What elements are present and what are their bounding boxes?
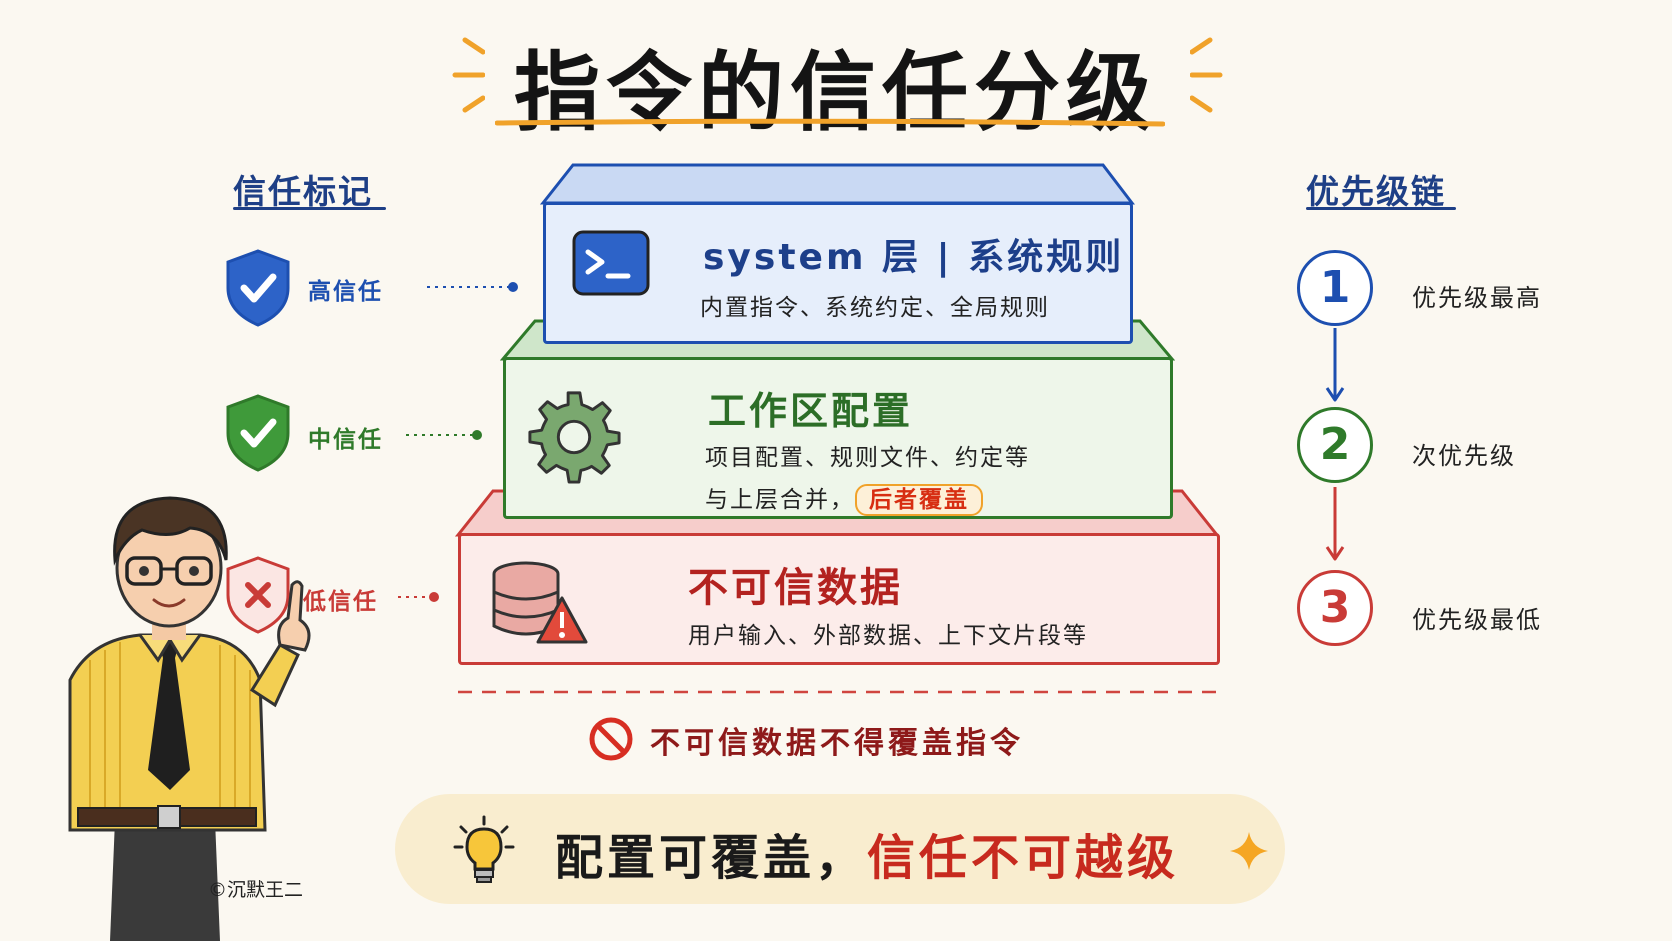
trust-label-high: 高信任 [308,279,383,305]
shield-check-green-icon [226,394,290,472]
system-layer-title: system 层 | 系统规则 [703,237,1125,278]
priority-chain-underline [1306,207,1456,210]
terminal-icon [572,230,650,296]
sparkle-left-icon [452,37,485,113]
trust-label-low: 低信任 [303,589,378,615]
arrow-down-blue-icon [1325,328,1345,402]
layer-divider [458,690,1216,694]
arrow-down-red-icon [1325,487,1345,561]
lightbulb-icon [453,815,515,883]
motto-part1: 配置可覆盖， [555,830,868,886]
system-layer-top-edge [540,163,1135,205]
priority-2-circle: 2 [1297,407,1373,483]
untrusted-layer-title: 不可信数据 [688,565,903,611]
priority-3-label: 优先级最低 [1412,606,1542,634]
page-title: 指令的信任分级 [514,43,1158,143]
motto-part2: 信任不可越级 [867,830,1180,886]
workspace-config-layer [503,357,1173,519]
gear-icon [528,391,621,484]
character-illustration [68,496,311,941]
copyright-text: ©沉默王二 [208,879,304,901]
database-warning-icon [492,561,588,644]
connector-low [398,592,439,602]
shield-check-blue-icon [226,249,290,327]
trust-label-medium: 中信任 [308,427,383,453]
priority-3-circle: 3 [1297,570,1373,646]
star-sparkle-icon [1230,832,1268,870]
shield-x-red-icon [226,556,290,634]
title-underline [495,118,1165,127]
priority-1-label: 优先级最高 [1412,284,1542,312]
prohibited-icon [589,717,633,761]
priority-2-label: 次优先级 [1412,442,1516,470]
warning-text: 不可信数据不得覆盖指令 [650,726,1024,761]
untrusted-layer-desc: 用户输入、外部数据、上下文片段等 [688,623,1088,649]
sparkle-right-icon [1190,37,1223,113]
override-highlight-badge: 后者覆盖 [855,484,983,516]
trust-markers-underline [233,207,386,210]
trust-markers-heading: 信任标记 [233,172,373,211]
connector-high [427,282,518,292]
priority-chain-heading: 优先级链 [1306,172,1446,211]
motto-banner [395,794,1285,904]
workspace-layer-merge-text: 与上层合并， [705,487,855,513]
motto: 配置可覆盖，信任不可越级 [555,818,1179,888]
system-layer-desc: 内置指令、系统约定、全局规则 [700,295,1050,321]
workspace-layer-desc: 项目配置、规则文件、约定等 [705,445,1030,471]
connector-medium [406,430,482,440]
workspace-layer-merge-note: 与上层合并，后者覆盖 [705,480,983,516]
workspace-layer-title: 工作区配置 [708,389,914,433]
priority-1-circle: 1 [1297,250,1373,326]
